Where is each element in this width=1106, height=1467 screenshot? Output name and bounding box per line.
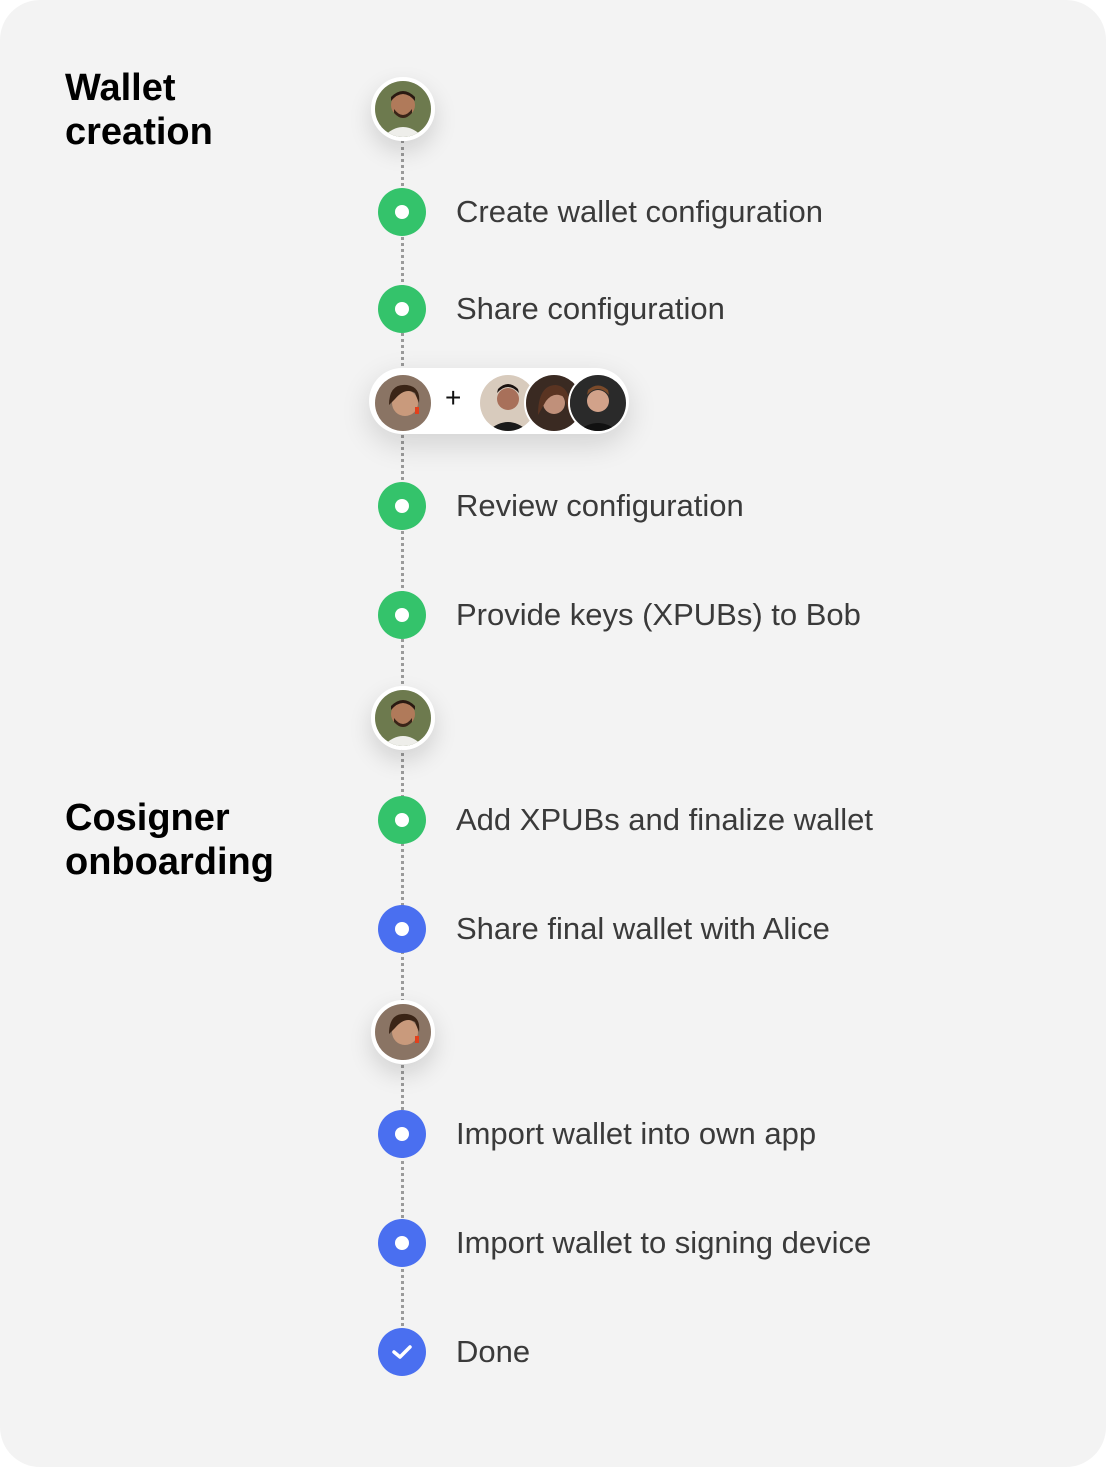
step-label: Import wallet to signing device <box>456 1225 872 1260</box>
status-dot-icon <box>378 1110 426 1158</box>
step-add-xpubs: Add XPUBs and finalize wallet <box>378 795 873 845</box>
checkmark-icon <box>378 1328 426 1376</box>
step-label: Import wallet into own app <box>456 1116 817 1151</box>
status-dot-icon <box>378 188 426 236</box>
alice-avatar <box>373 373 433 433</box>
step-share-configuration: Share configuration <box>378 284 725 334</box>
step-share-final-wallet: Share final wallet with Alice <box>378 904 830 954</box>
step-label: Share configuration <box>456 291 725 326</box>
status-dot-icon <box>378 482 426 530</box>
status-dot-icon <box>378 905 426 953</box>
cosigner-3-avatar <box>568 373 628 433</box>
bob-avatar <box>371 686 435 750</box>
step-create-wallet-configuration: Create wallet configuration <box>378 187 823 237</box>
person-icon <box>375 1004 431 1060</box>
status-dot-icon <box>378 285 426 333</box>
person-icon <box>375 690 431 746</box>
step-label: Add XPUBs and finalize wallet <box>456 802 874 837</box>
person-icon <box>570 375 626 431</box>
step-label: Share final wallet with Alice <box>456 911 830 946</box>
step-import-wallet-device: Import wallet to signing device <box>378 1218 871 1268</box>
plus-icon: + <box>445 382 462 413</box>
step-import-wallet-app: Import wallet into own app <box>378 1109 816 1159</box>
step-label: Review configuration <box>456 488 744 523</box>
section-title-cosigner-onboarding: Cosigner onboarding <box>65 797 274 883</box>
person-icon <box>375 81 431 137</box>
step-provide-keys: Provide keys (XPUBs) to Bob <box>378 590 861 640</box>
alice-avatar <box>371 1000 435 1064</box>
participants-group: + <box>369 368 629 434</box>
step-label: Provide keys (XPUBs) to Bob <box>456 597 861 632</box>
bob-avatar <box>371 77 435 141</box>
person-icon <box>375 375 431 431</box>
status-dot-icon <box>378 796 426 844</box>
step-done: Done <box>378 1327 530 1377</box>
status-dot-icon <box>378 1219 426 1267</box>
step-label: Create wallet configuration <box>456 194 824 229</box>
step-review-configuration: Review configuration <box>378 481 744 531</box>
step-label: Done <box>456 1334 531 1369</box>
status-dot-icon <box>378 591 426 639</box>
section-title-wallet-creation: Wallet creation <box>65 67 213 153</box>
